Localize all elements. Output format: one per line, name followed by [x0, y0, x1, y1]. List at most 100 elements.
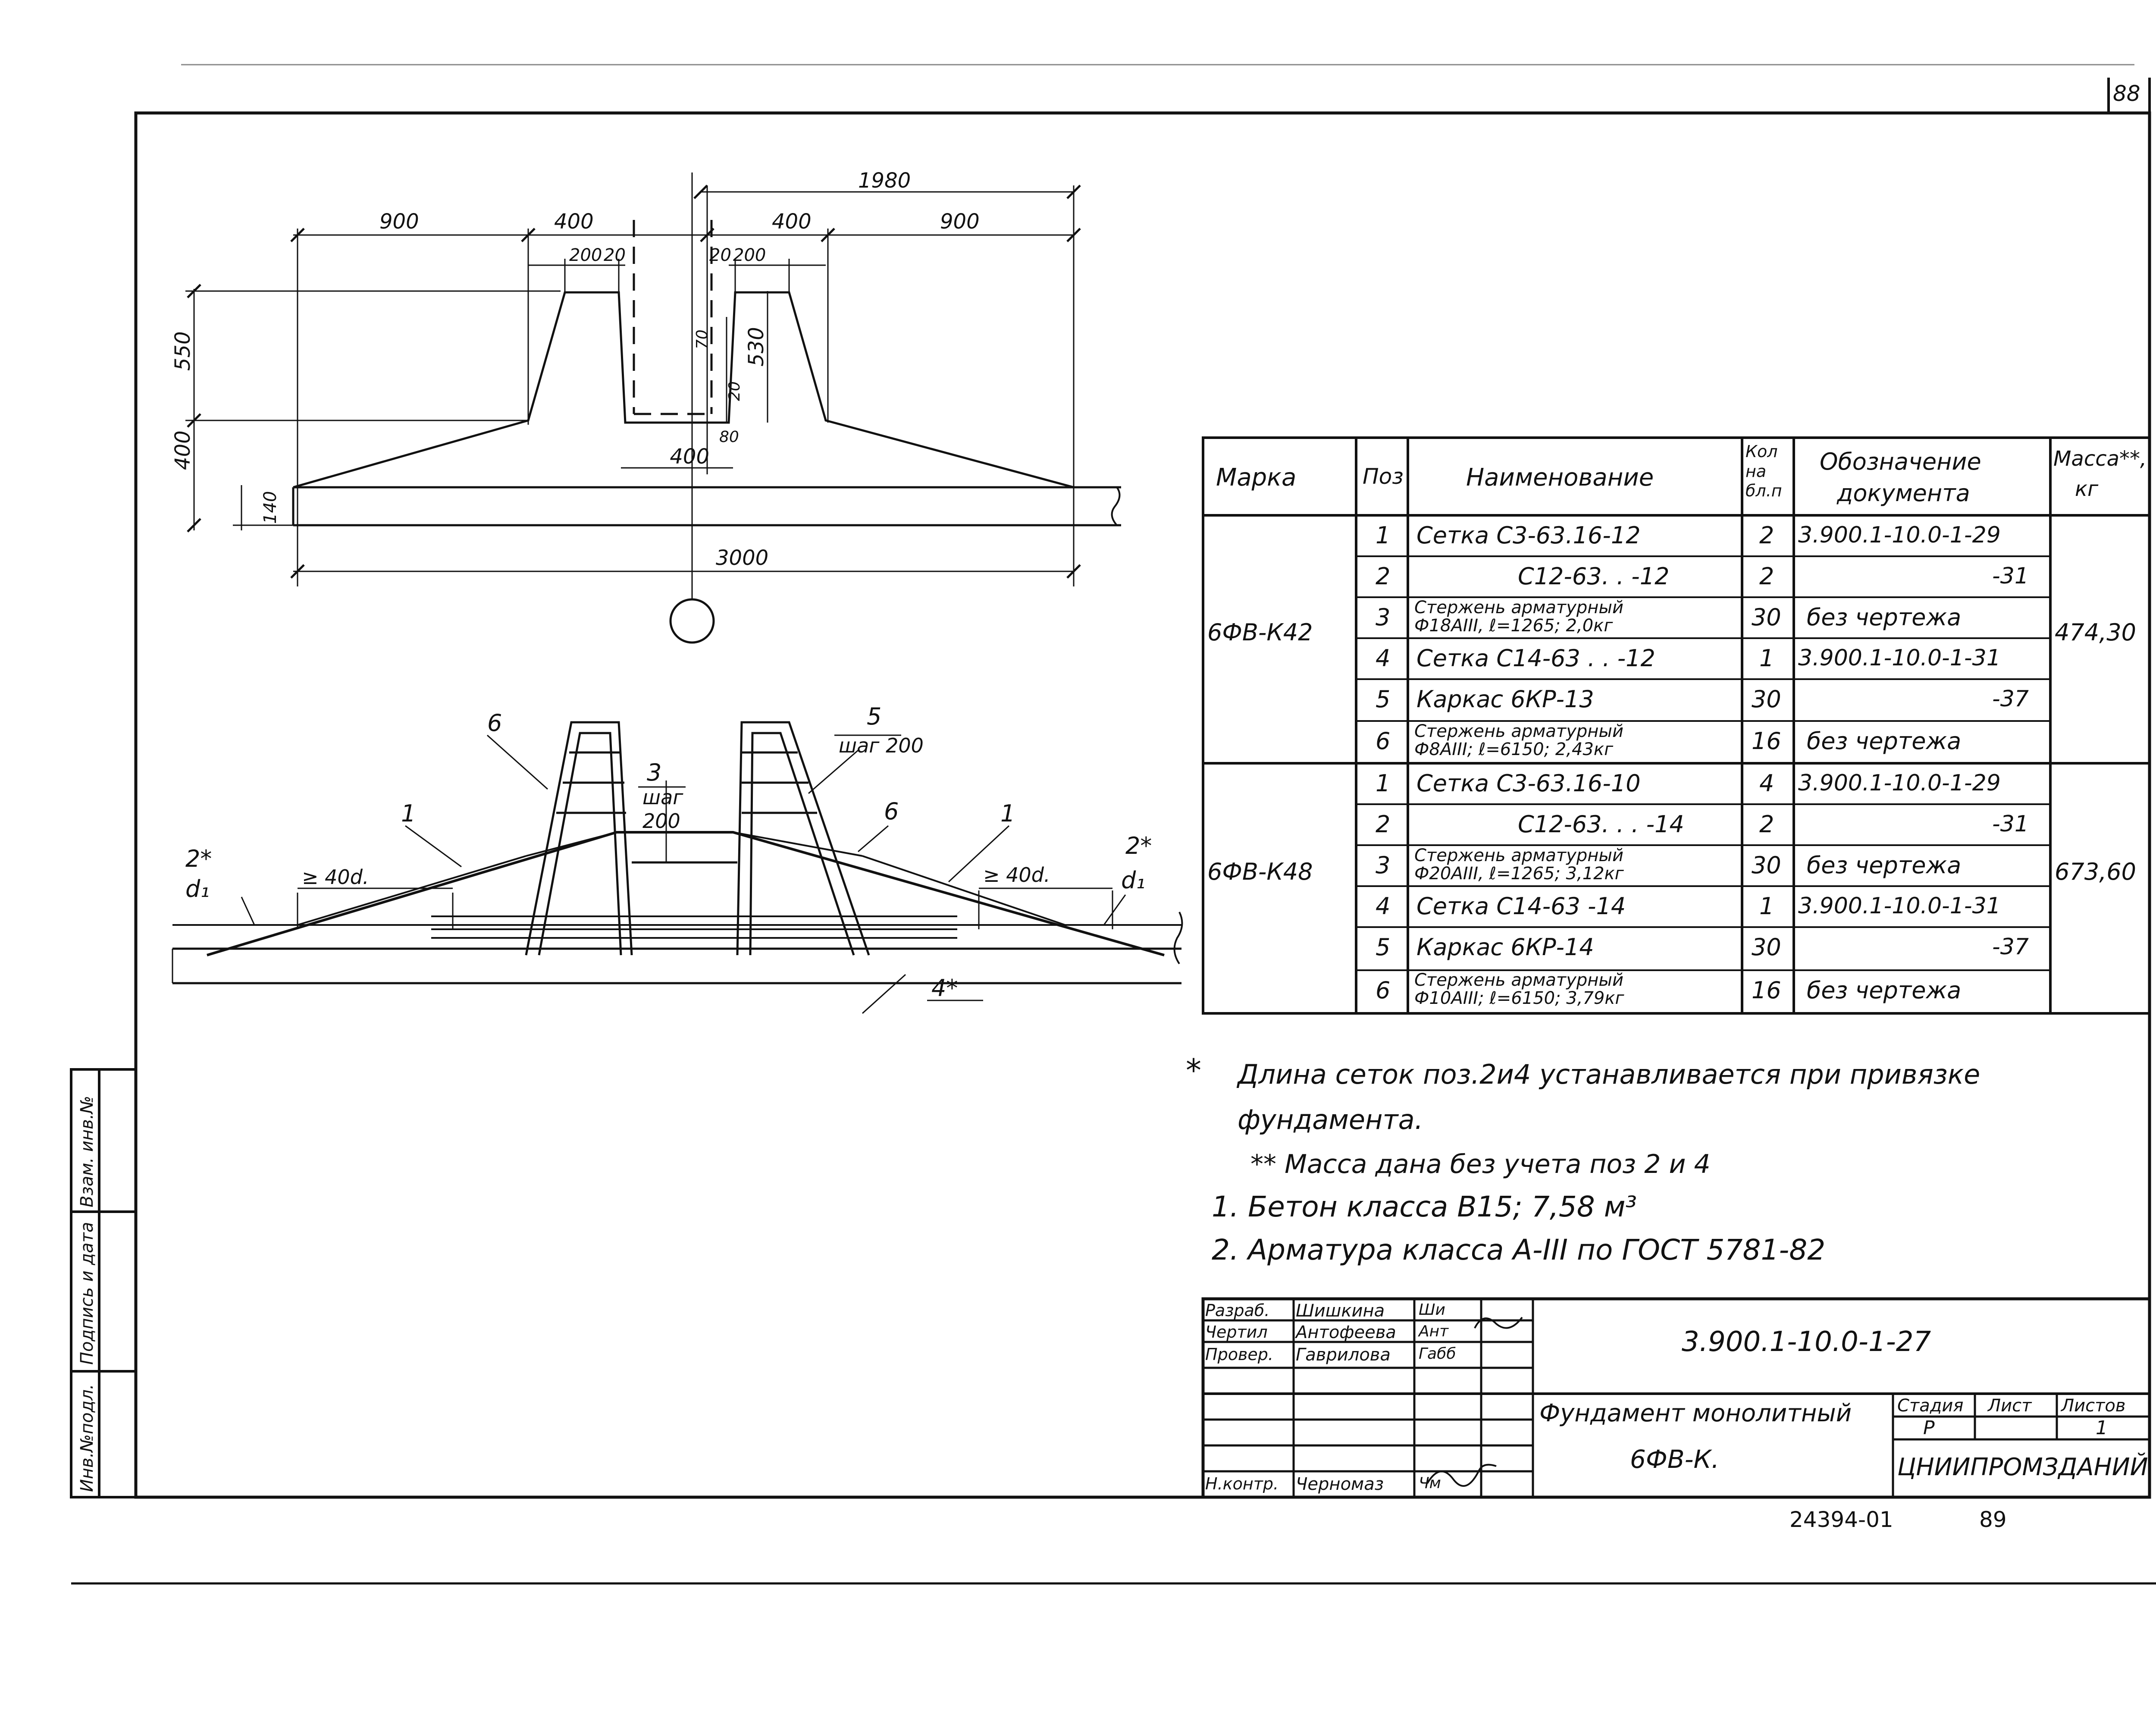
dim-20-left: 20 [604, 245, 626, 265]
role-drafter: Чертил [1205, 1323, 1268, 1342]
dim-550: 550 [171, 331, 195, 371]
label-d1-right: d₁ [1121, 867, 1145, 894]
g1-row6-pos: 6 [1376, 727, 1391, 755]
g2-row3-name-1: Стержень арматурный [1414, 846, 1623, 865]
left-strip-labels: Инв.№подл. Подпись и дата Взам. инв.№ [77, 1096, 97, 1492]
note-double-star: ** Масса дана без учета поз 2 и 4 [1250, 1149, 1711, 1179]
g1-row1-name: Сетка С3-63.16-12 [1416, 522, 1641, 549]
g2-row2-pos: 2 [1376, 811, 1391, 838]
header-mass-1: Масса**, [2053, 447, 2147, 471]
dim-20-right: 20 [709, 245, 731, 265]
header-doc-1: Обозначение [1820, 448, 1981, 475]
g2-row1-doc: 3.900.1-10.0-1-29 [1798, 770, 2001, 796]
sign-norm-control: Чм [1419, 1474, 1441, 1492]
g1-row4-pos: 4 [1376, 645, 1391, 672]
g1-row5-doc: -37 [1992, 686, 2029, 712]
note-star-line2: фундамента. [1238, 1104, 1423, 1135]
label-40d-left: ≥ 40d. [302, 865, 369, 889]
sheets-label: Листов [2061, 1396, 2126, 1416]
g2-row2-qty: 2 [1759, 811, 1774, 838]
name-developer: Шишкина [1296, 1301, 1385, 1321]
g1-row2-pos: 2 [1376, 563, 1391, 590]
header-mark: Марка [1216, 464, 1297, 492]
section-dimension-labels: 900 400 200 20 1980 20 200 400 900 400 3… [379, 169, 980, 570]
g1-row6-name-1: Стержень арматурный [1414, 721, 1623, 741]
dim-140: 140 [260, 491, 280, 524]
role-norm-control: Н.контр. [1205, 1474, 1279, 1493]
g1-row4-doc: 3.900.1-10.0-1-31 [1798, 645, 2001, 671]
sheets-value: 1 [2096, 1417, 2108, 1439]
g1-row4-qty: 1 [1759, 645, 1774, 672]
g1-row3-name: Стержень арматурный Ф18АIII, ℓ=1265; 2,0… [1414, 599, 1623, 635]
stage-value: Р [1923, 1417, 1935, 1439]
g2-row1-name: Сетка С3-63.16-10 [1416, 770, 1641, 797]
note-star-line1: Длина сеток поз.2и4 устанавливается при … [1238, 1059, 1981, 1090]
label-6-right: 6 [884, 798, 899, 825]
dim-400-right: 400 [772, 210, 812, 234]
sheet-number: 88 [2113, 81, 2140, 106]
header-qty-2: на [1745, 461, 1767, 481]
label-6-left: 6 [487, 709, 502, 737]
g1-row6-doc: без чертежа [1807, 727, 1962, 755]
label-1-right: 1 [1000, 800, 1015, 827]
dim-3000: 3000 [716, 546, 768, 570]
role-developer: Разраб. [1205, 1301, 1270, 1320]
g1-row2-doc: -31 [1992, 563, 2029, 589]
g2-row6-name-1: Стержень арматурный [1414, 970, 1623, 990]
header-pos: Поз [1363, 464, 1404, 489]
signatures [1426, 1317, 1523, 1487]
g2-row6-qty: 16 [1752, 977, 1781, 1004]
g2-row4-pos: 4 [1376, 893, 1391, 920]
g1-row3-qty: 30 [1752, 604, 1781, 631]
group-2-mass: 673,60 [2055, 858, 2136, 885]
g2-row4-doc: 3.900.1-10.0-1-31 [1798, 893, 2001, 919]
title-block-grid [1201, 1297, 2151, 1499]
g2-row5-name: Каркас 6КР-14 [1416, 934, 1594, 961]
organization: ЦНИИПРОМЗДАНИЙ [1897, 1453, 2148, 1481]
dim-1980: 1980 [858, 169, 911, 193]
g2-row2-doc: -31 [1992, 811, 2029, 837]
label-step-200-a: шаг 200 [839, 734, 924, 757]
name-checker: Гаврилова [1296, 1345, 1391, 1365]
label-1-left: 1 [401, 800, 416, 827]
label-2-left: 2* [185, 845, 212, 872]
sheet-label: Лист [1988, 1396, 2032, 1416]
g2-row3-pos: 3 [1376, 852, 1391, 879]
label-step-200-b: 200 [642, 809, 680, 833]
g2-row3-qty: 30 [1752, 852, 1781, 879]
g1-row4-name: Сетка С14-63 . . -12 [1416, 645, 1655, 672]
header-name: Наименование [1466, 464, 1654, 492]
strip-sign-label: Подпись и дата [77, 1222, 97, 1365]
g1-row6-name: Стержень арматурный Ф8АIII; ℓ=6150; 2,43… [1414, 722, 1623, 759]
g1-row3-name-1: Стержень арматурный [1414, 598, 1623, 618]
name-drafter: Антофеева [1296, 1323, 1396, 1342]
dim-200-right: 200 [733, 245, 766, 265]
dim-530: 530 [744, 327, 768, 367]
spec-table-grid [1202, 436, 2151, 1015]
sign-checker: Габб [1419, 1345, 1456, 1363]
g2-row6-name: Стержень арматурный Ф10АIII; ℓ=6150; 3,7… [1414, 971, 1624, 1007]
header-qty-3: бл.п [1745, 481, 1782, 501]
g1-row2-qty: 2 [1759, 563, 1774, 590]
foundation-section [185, 172, 1121, 644]
dim-400-left: 400 [554, 210, 594, 234]
sign-drafter: Ант [1419, 1323, 1449, 1340]
header-doc: Обозначение документа [1820, 446, 1981, 509]
g2-row6-pos: 6 [1376, 977, 1391, 1004]
g1-row3-name-2: Ф18АIII, ℓ=1265; 2,0кг [1414, 616, 1613, 636]
note-2: 2. Арматура класса А-III по ГОСТ 5781-82 [1212, 1233, 1826, 1266]
label-d1-left: d₁ [185, 875, 210, 903]
g2-row5-doc: -37 [1992, 934, 2029, 960]
g2-row1-pos: 1 [1376, 770, 1391, 797]
footer-page: 89 [1979, 1507, 2007, 1532]
g1-row1-doc: 3.900.1-10.0-1-29 [1798, 522, 2001, 548]
group-1-mass: 474,30 [2055, 619, 2136, 646]
header-mass: Масса**, кг [2053, 444, 2147, 504]
note-1: 1. Бетон класса В15; 7,58 м³ [1212, 1190, 1637, 1223]
g2-row4-qty: 1 [1759, 893, 1774, 920]
dim-70: 70 [693, 329, 711, 349]
g2-row5-qty: 30 [1752, 934, 1781, 961]
dim-400-vertical: 400 [171, 430, 195, 470]
g1-row5-name: Каркас 6КР-13 [1416, 686, 1594, 713]
